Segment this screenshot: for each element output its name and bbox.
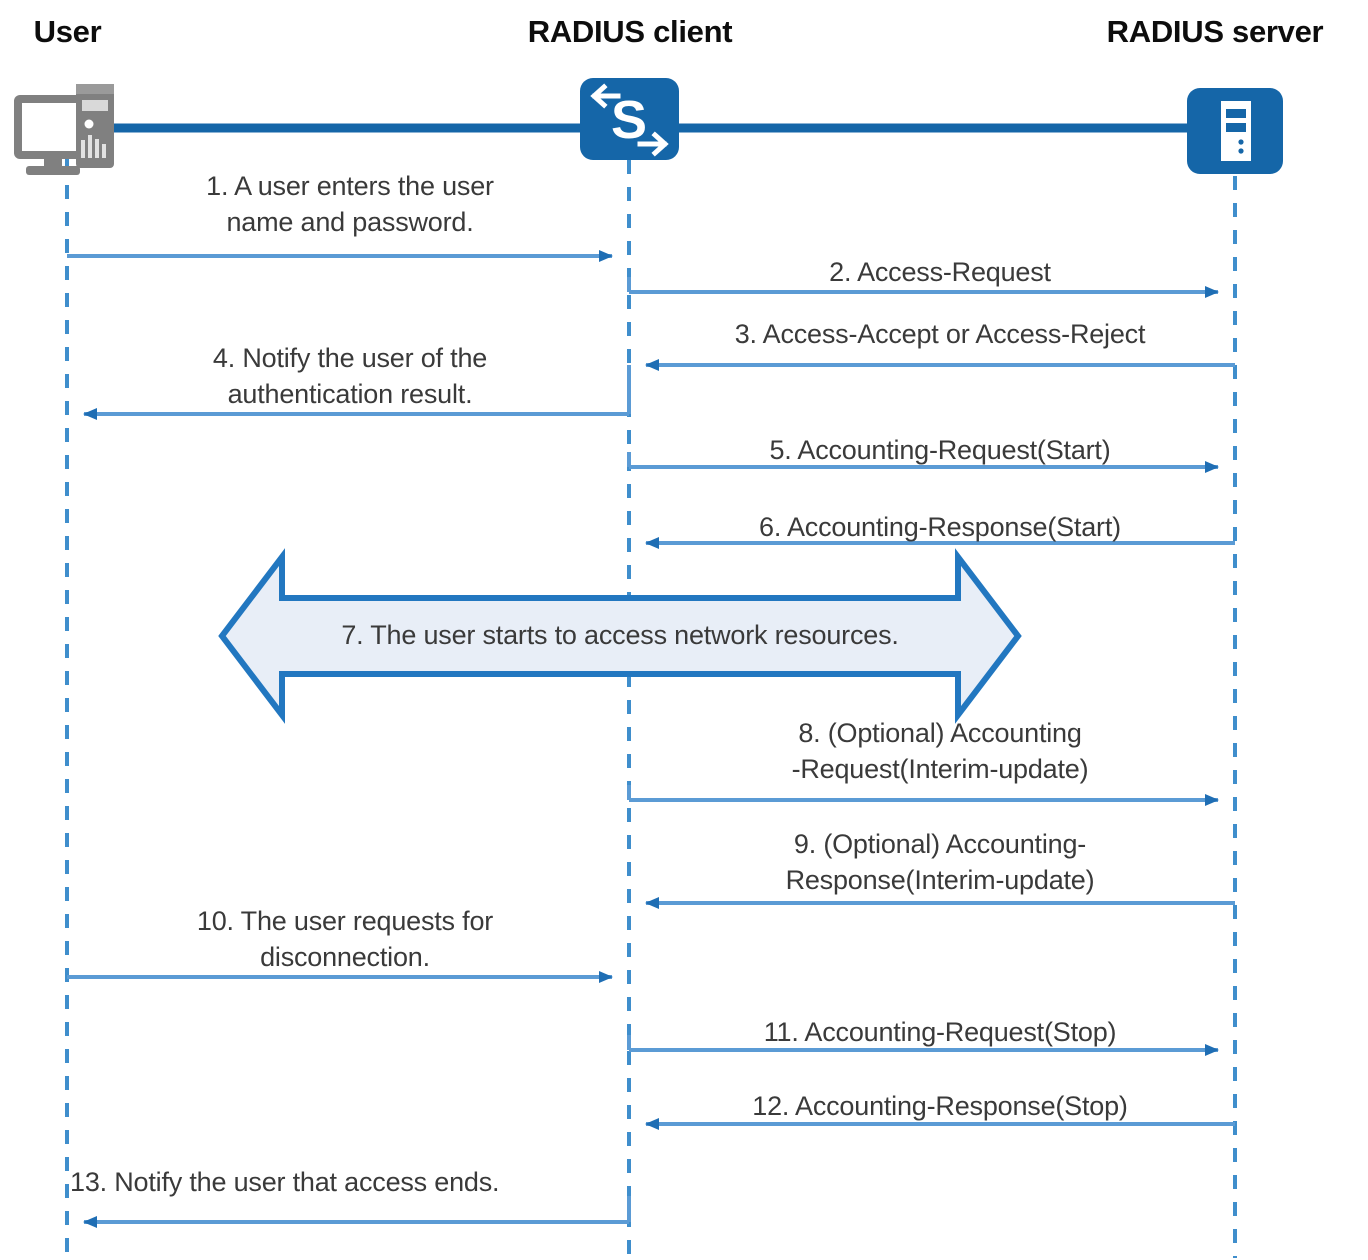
- message-label-1-line-1: 1. A user enters the user: [206, 171, 494, 201]
- message-label-10-line-2: disconnection.: [260, 942, 430, 973]
- message-label-12-line-1: 12. Accounting-Response(Stop): [752, 1091, 1128, 1121]
- message-label-10: 10. The user requests for disconnection.: [145, 903, 545, 976]
- message-label-8: 8. (Optional) Accounting -Request(Interi…: [660, 715, 1220, 788]
- actor-title-radius-client: RADIUS client: [527, 14, 733, 49]
- message-label-1-line-2: name and password.: [226, 207, 474, 238]
- lifelines: [65, 158, 1237, 1258]
- message-label-8-line-2: -Request(Interim-update): [791, 754, 1089, 785]
- svg-text:S: S: [611, 90, 647, 150]
- message-label-5: 5. Accounting-Request(Start): [660, 433, 1220, 469]
- server-tower-icon: [1187, 88, 1283, 174]
- message-label-9: 9. (Optional) Accounting- Response(Inter…: [660, 826, 1220, 899]
- message-label-9-line-2: Response(Interim-update): [785, 865, 1095, 896]
- message-arrows: [67, 250, 1235, 1228]
- block-arrow-label-step-7: 7. The user starts to access network res…: [341, 620, 899, 650]
- message-label-11: 11. Accounting-Request(Stop): [660, 1015, 1220, 1051]
- message-label-1: 1. A user enters the user name and passw…: [155, 168, 545, 241]
- actor-title-user: User: [33, 14, 102, 49]
- message-label-4-line-1: 4. Notify the user of the: [212, 343, 488, 373]
- message-label-13-line-1: 13. Notify the user that access ends.: [70, 1167, 500, 1197]
- block-arrow-step-7: [218, 548, 1022, 724]
- message-label-3-line-1: 3. Access-Accept or Access-Reject: [734, 319, 1146, 349]
- message-label-9-line-1: 9. (Optional) Accounting-: [793, 829, 1087, 859]
- message-label-2: 2. Access-Request: [660, 255, 1220, 291]
- message-label-4: 4. Notify the user of the authentication…: [155, 340, 545, 413]
- actor-title-radius-server: RADIUS server: [1106, 14, 1324, 49]
- message-label-5-line-1: 5. Accounting-Request(Start): [769, 435, 1111, 465]
- message-label-6-line-1: 6. Accounting-Response(Start): [759, 512, 1121, 542]
- message-label-13: 13. Notify the user that access ends.: [70, 1165, 625, 1201]
- message-label-6: 6. Accounting-Response(Start): [655, 510, 1225, 546]
- desktop-computer-icon: [14, 84, 114, 175]
- message-label-3: 3. Access-Accept or Access-Reject: [655, 317, 1225, 353]
- message-label-4-line-2: authentication result.: [227, 379, 473, 410]
- switch-s-icon: S: [580, 78, 679, 160]
- message-label-12: 12. Accounting-Response(Stop): [655, 1089, 1225, 1125]
- message-label-11-line-1: 11. Accounting-Request(Stop): [763, 1017, 1117, 1047]
- message-label-2-line-1: 2. Access-Request: [829, 257, 1051, 287]
- message-label-10-line-1: 10. The user requests for: [196, 906, 494, 936]
- message-label-8-line-1: 8. (Optional) Accounting: [798, 718, 1082, 748]
